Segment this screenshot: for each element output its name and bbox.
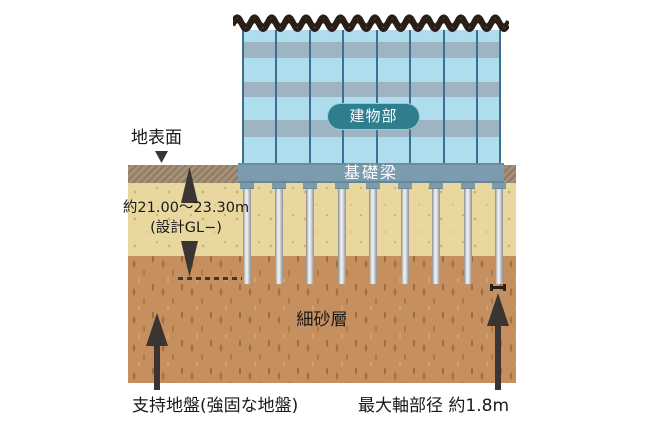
building-column-line <box>308 30 311 163</box>
pile-cap <box>334 181 349 189</box>
pile <box>274 185 283 284</box>
pile <box>463 185 472 284</box>
fine-sand-layer-label: 細砂層 <box>296 310 348 330</box>
pile-cap <box>303 181 317 189</box>
max-shaft-diameter-label: 最大軸部径 約1.8m <box>358 396 509 416</box>
pile-tip-depth-dashed-line <box>178 277 242 280</box>
pile <box>337 185 346 284</box>
depth-basis-label: (設計GL−) <box>150 220 222 236</box>
building-column-line <box>275 30 277 163</box>
depth-range-label: 約21.00〜23.30m <box>122 200 250 216</box>
pile <box>369 185 377 284</box>
floor-band <box>242 82 501 97</box>
building-column-line <box>442 30 445 163</box>
pile-cap <box>460 181 475 189</box>
shaft-diameter-marker-icon <box>490 284 506 291</box>
pile <box>432 185 440 284</box>
building-break-line-icon <box>233 14 509 37</box>
building-column-line <box>499 30 501 163</box>
floor-band <box>242 42 501 58</box>
building-part-badge: 建物部 <box>327 103 420 130</box>
pile <box>400 185 409 284</box>
support-ground-arrow-shaft <box>154 344 160 390</box>
ground-surface-pointer-icon <box>155 151 168 163</box>
building-facade <box>242 30 501 163</box>
building-column-line <box>342 30 344 163</box>
building-column-line <box>375 30 378 163</box>
foundation-beam: 基礎梁 <box>238 163 504 183</box>
pile-cap <box>397 181 412 189</box>
pile <box>495 185 503 284</box>
building-column-line <box>409 30 411 163</box>
pile <box>243 185 251 284</box>
pile-cap <box>240 181 254 189</box>
building-column-line <box>476 30 478 163</box>
pile-cap <box>429 181 443 189</box>
pile <box>306 185 314 284</box>
pile-cap <box>366 181 380 189</box>
pile-cap <box>271 181 286 189</box>
pile-cap <box>492 181 506 189</box>
ground-surface-label: 地表面 <box>131 128 182 148</box>
building-part-label: 建物部 <box>349 107 398 125</box>
support-ground-label: 支持地盤(強固な地盤) <box>132 396 299 416</box>
shaft-diameter-arrow-shaft <box>495 324 501 390</box>
foundation-beam-label: 基礎梁 <box>343 163 398 182</box>
building-column-line <box>242 30 244 163</box>
